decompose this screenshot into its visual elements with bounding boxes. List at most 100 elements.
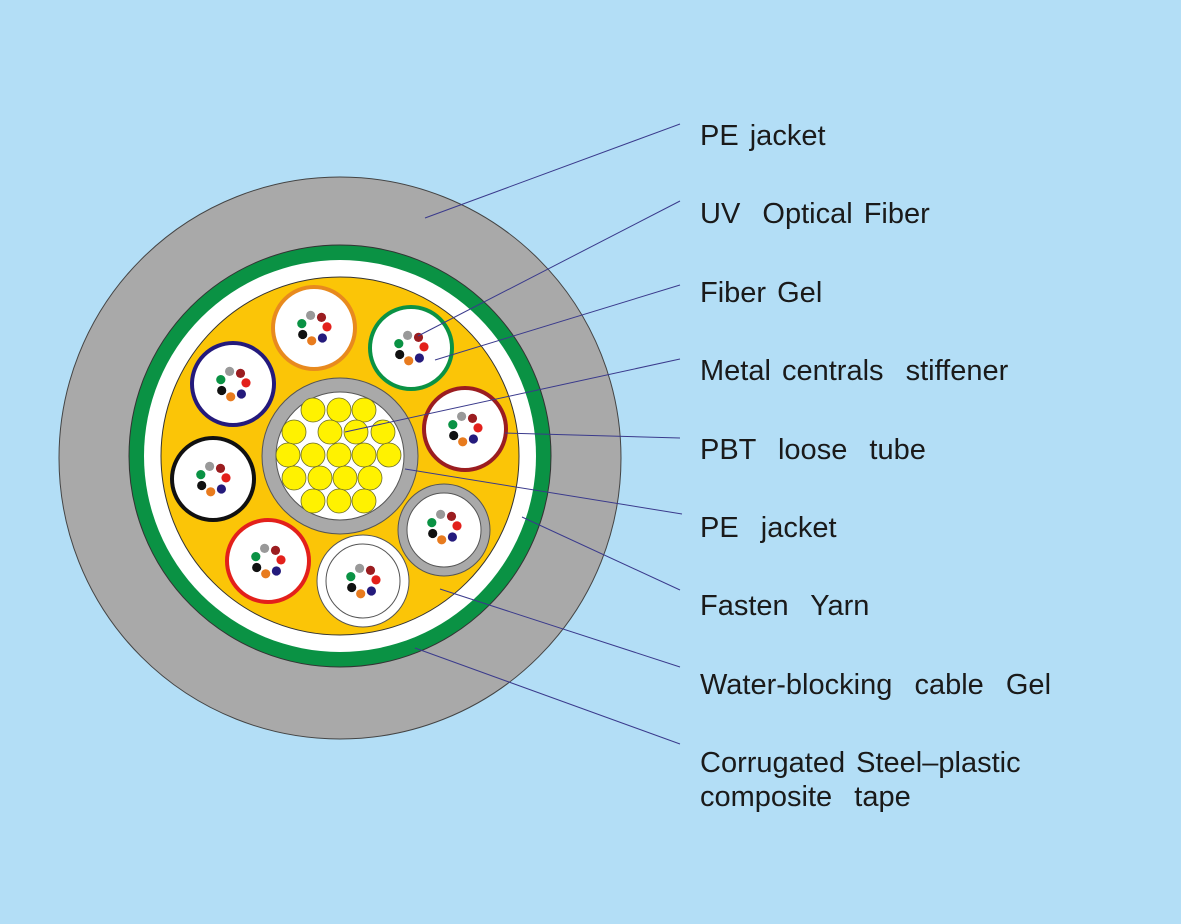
tube-inner <box>325 543 401 619</box>
metal-strand <box>376 442 402 468</box>
optical-fiber <box>215 463 226 473</box>
optical-fiber <box>457 411 467 421</box>
optical-fiber <box>206 487 216 497</box>
leader-lines <box>344 123 683 745</box>
optical-fiber <box>437 535 447 545</box>
optical-fiber <box>252 562 262 573</box>
label-water-blocking-gel: Water-blocking cable Gel <box>700 669 1052 701</box>
metal-strand <box>326 442 352 468</box>
optical-fiber <box>235 368 246 378</box>
tube-navy <box>190 341 276 427</box>
leader-line-corrugated-tape <box>414 647 681 745</box>
optical-fiber <box>458 437 468 447</box>
optical-fiber <box>395 349 405 360</box>
leader-line-metal-central-stiffener <box>344 358 681 433</box>
optical-fiber <box>427 518 437 528</box>
tube-inner <box>406 492 482 568</box>
optical-fiber <box>447 532 457 542</box>
optical-fiber <box>347 582 357 593</box>
optical-fiber <box>216 484 226 494</box>
label-corrugated-tape: Corrugated Steel–plastic composite tape <box>700 747 1021 813</box>
optical-fiber <box>436 509 446 519</box>
optical-fiber <box>322 322 332 332</box>
tube-wall <box>271 285 357 371</box>
metal-strand <box>351 442 377 468</box>
optical-fiber <box>276 555 286 565</box>
metal-strand <box>357 465 383 491</box>
metal-strand <box>351 488 377 514</box>
metal-strand <box>326 488 352 514</box>
optical-fiber <box>271 566 281 576</box>
metal-strand <box>300 397 326 423</box>
metal-strand <box>351 397 377 423</box>
optical-fiber <box>371 575 381 585</box>
label-pbt-loose-tube: PBT loose tube <box>700 434 926 466</box>
tube-wall <box>368 305 454 391</box>
optical-fiber <box>261 569 271 579</box>
optical-fiber <box>365 565 376 576</box>
metal-strand <box>300 442 326 468</box>
optical-fiber <box>316 312 327 322</box>
tube-gray <box>397 483 491 577</box>
optical-fiber <box>473 423 483 433</box>
tube-wall <box>170 436 256 522</box>
leader-line-water-blocking-gel <box>439 588 681 668</box>
optical-fiber <box>216 375 226 385</box>
optical-fiber <box>298 329 308 340</box>
tube-wall <box>225 518 311 604</box>
optical-fiber <box>225 366 235 376</box>
metal-strand <box>332 465 358 491</box>
optical-fiber <box>297 319 307 329</box>
metal-strand <box>281 465 307 491</box>
tube-wall <box>422 386 508 472</box>
optical-fiber <box>419 342 429 352</box>
metal-strand <box>300 488 326 514</box>
optical-fiber <box>221 473 231 483</box>
optical-fiber <box>205 461 215 471</box>
label-metal-central-stiffener: Metal centrals stiffener <box>700 355 1009 387</box>
optical-fiber <box>226 392 236 402</box>
optical-fiber <box>414 353 424 363</box>
optical-fiber <box>217 385 227 396</box>
optical-fiber <box>366 586 376 596</box>
optical-fiber <box>236 389 246 399</box>
optical-fiber <box>197 480 207 491</box>
tube-white <box>316 534 410 628</box>
leader-line-fasten-yarn <box>521 516 681 591</box>
optical-fiber <box>468 434 478 444</box>
metal-strands <box>275 397 402 514</box>
optical-fiber <box>307 336 317 346</box>
optical-fiber <box>446 511 457 521</box>
optical-fiber <box>467 413 478 423</box>
optical-fiber <box>306 310 316 320</box>
optical-fiber <box>317 333 327 343</box>
optical-fiber <box>404 356 414 366</box>
central-stiffener <box>261 377 419 535</box>
metal-strand <box>281 419 307 445</box>
optical-fiber <box>260 543 270 554</box>
label-pe-jacket-outer: PE jacket <box>700 120 826 152</box>
metal-strand <box>370 419 396 445</box>
optical-fiber <box>428 528 438 539</box>
metal-strand <box>343 419 369 445</box>
optical-fiber <box>346 572 356 582</box>
optical-fiber <box>356 589 366 599</box>
optical-fiber <box>403 330 413 340</box>
tube-wall <box>190 341 276 427</box>
leader-line-pbt-loose-tube <box>504 432 681 439</box>
tube-red <box>225 518 311 604</box>
label-fiber-gel: Fiber Gel <box>700 277 823 309</box>
optical-fiber <box>452 521 462 531</box>
metal-strand <box>307 465 333 491</box>
tube-darkred <box>422 386 508 472</box>
leader-line-pe-jacket-inner <box>404 468 683 515</box>
leader-line-pe-jacket-outer <box>424 123 681 219</box>
tube-orange <box>271 285 357 371</box>
optical-fiber <box>241 378 251 388</box>
leader-line-fiber-gel <box>434 284 681 361</box>
optical-fiber <box>355 563 365 574</box>
leader-line-uv-optical-fiber <box>417 200 681 337</box>
label-fasten-yarn: Fasten Yarn <box>700 590 870 622</box>
optical-fiber <box>448 420 458 430</box>
